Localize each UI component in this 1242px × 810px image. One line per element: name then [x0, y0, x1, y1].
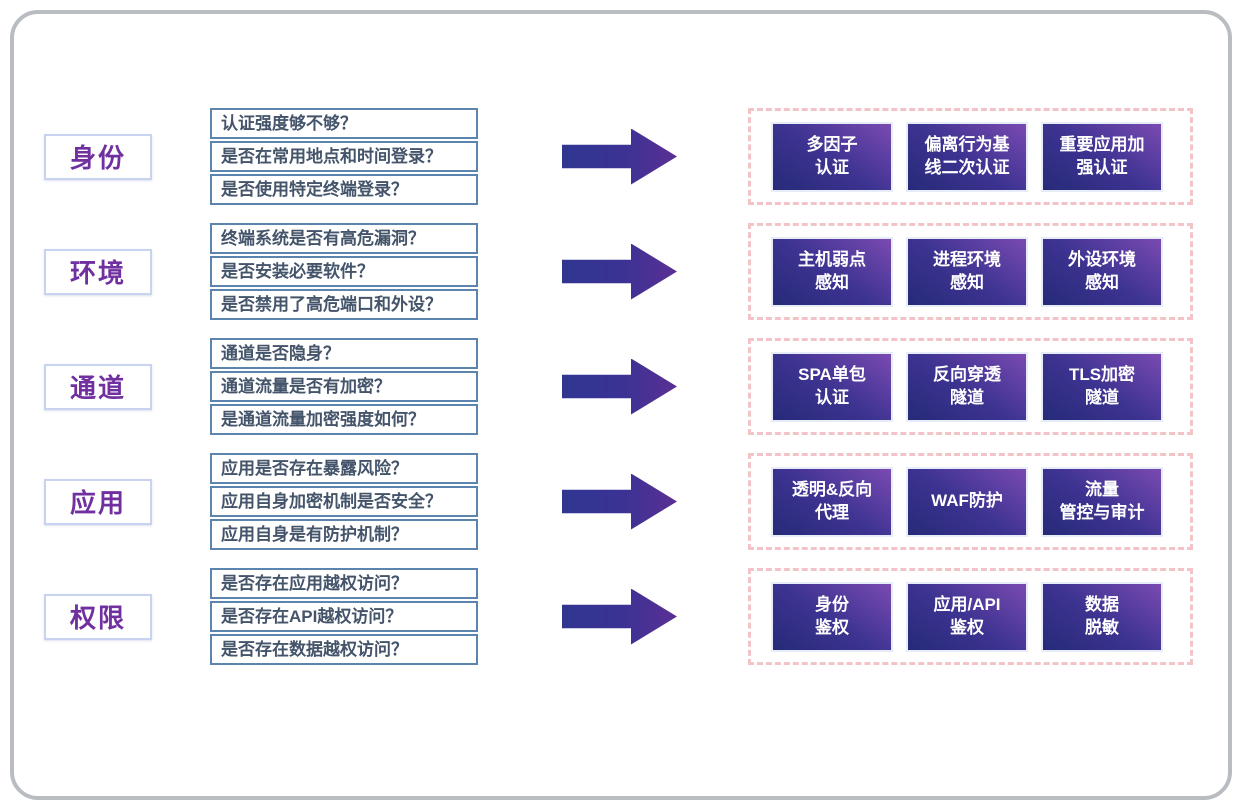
row-permission: 权限 是否存在应用越权访问？ 是否存在API越权访问？ 是否存在数据越权访问？ …: [44, 568, 1228, 665]
row-environment: 环境 终端系统是否有高危漏洞？ 是否安装必要软件？ 是否禁用了高危端口和外设？ …: [44, 223, 1228, 320]
category-label-box: 通道: [44, 363, 152, 410]
solution-group: 透明&反向 代理 WAF防护 流量 管控与审计: [748, 453, 1193, 550]
question-item: 通道流量是否有加密？: [210, 371, 478, 402]
solution-item: 流量 管控与审计: [1041, 466, 1163, 537]
category-label-box: 身份: [44, 133, 152, 180]
solution-item: 外设环境 感知: [1041, 236, 1163, 307]
category-label: 权限: [69, 603, 126, 633]
solution-item: 多因子 认证: [771, 121, 893, 192]
question-item: 是否安装必要软件？: [210, 256, 478, 287]
right-arrow-icon: [562, 473, 677, 530]
question-list: 是否存在应用越权访问？ 是否存在API越权访问？ 是否存在数据越权访问？: [210, 568, 478, 665]
right-arrow-icon: [562, 358, 677, 415]
question-item: 是否存在API越权访问？: [210, 601, 478, 632]
solution-item: 重要应用加 强认证: [1041, 121, 1163, 192]
question-item: 应用自身是有防护机制？: [210, 519, 478, 550]
question-item: 是否禁用了高危端口和外设？: [210, 289, 478, 320]
zero-trust-diagram: 身份 认证强度够不够？ 是否在常用地点和时间登录？ 是否使用特定终端登录？ 多因…: [14, 14, 1228, 665]
question-item: 是通道流量加密强度如何？: [210, 404, 478, 435]
question-item: 应用自身加密机制是否安全？: [210, 486, 478, 517]
solution-item: WAF防护: [906, 466, 1028, 537]
row-channel: 通道 通道是否隐身？ 通道流量是否有加密？ 是通道流量加密强度如何？ SPA单包…: [44, 338, 1228, 435]
right-arrow-icon: [562, 588, 677, 645]
solution-item: TLS加密 隧道: [1041, 351, 1163, 422]
solution-item: 进程环境 感知: [906, 236, 1028, 307]
category-label-box: 应用: [44, 478, 152, 525]
question-list: 终端系统是否有高危漏洞？ 是否安装必要软件？ 是否禁用了高危端口和外设？: [210, 223, 478, 320]
solution-group: 身份 鉴权 应用/API 鉴权 数据 脱敏: [748, 568, 1193, 665]
solution-item: 主机弱点 感知: [771, 236, 893, 307]
question-list: 应用是否存在暴露风险？ 应用自身加密机制是否安全？ 应用自身是有防护机制？: [210, 453, 478, 550]
question-list: 通道是否隐身？ 通道流量是否有加密？ 是通道流量加密强度如何？: [210, 338, 478, 435]
solution-item: 偏离行为基 线二次认证: [906, 121, 1028, 192]
solution-item: 身份 鉴权: [771, 581, 893, 652]
question-item: 通道是否隐身？: [210, 338, 478, 369]
category-label: 应用: [69, 488, 126, 518]
category-label: 身份: [69, 143, 126, 173]
solution-item: 反向穿透 隧道: [906, 351, 1028, 422]
question-list: 认证强度够不够？ 是否在常用地点和时间登录？ 是否使用特定终端登录？: [210, 108, 478, 205]
row-identity: 身份 认证强度够不够？ 是否在常用地点和时间登录？ 是否使用特定终端登录？ 多因…: [44, 108, 1228, 205]
question-item: 终端系统是否有高危漏洞？: [210, 223, 478, 254]
category-label-box: 权限: [44, 593, 152, 640]
row-application: 应用 应用是否存在暴露风险？ 应用自身加密机制是否安全？ 应用自身是有防护机制？…: [44, 453, 1228, 550]
question-item: 是否存在应用越权访问？: [210, 568, 478, 599]
question-item: 应用是否存在暴露风险？: [210, 453, 478, 484]
category-label: 通道: [69, 373, 126, 403]
question-item: 认证强度够不够？: [210, 108, 478, 139]
right-arrow-icon: [562, 128, 677, 185]
solution-group: 主机弱点 感知 进程环境 感知 外设环境 感知: [748, 223, 1193, 320]
solution-item: 应用/API 鉴权: [906, 581, 1028, 652]
solution-item: 数据 脱敏: [1041, 581, 1163, 652]
question-item: 是否存在数据越权访问？: [210, 634, 478, 665]
category-label: 环境: [69, 258, 126, 288]
solution-item: SPA单包 认证: [771, 351, 893, 422]
solution-group: 多因子 认证 偏离行为基 线二次认证 重要应用加 强认证: [748, 108, 1193, 205]
question-item: 是否在常用地点和时间登录？: [210, 141, 478, 172]
diagram-frame: 身份 认证强度够不够？ 是否在常用地点和时间登录？ 是否使用特定终端登录？ 多因…: [10, 10, 1232, 800]
question-item: 是否使用特定终端登录？: [210, 174, 478, 205]
solution-group: SPA单包 认证 反向穿透 隧道 TLS加密 隧道: [748, 338, 1193, 435]
right-arrow-icon: [562, 243, 677, 300]
category-label-box: 环境: [44, 248, 152, 295]
solution-item: 透明&反向 代理: [771, 466, 893, 537]
